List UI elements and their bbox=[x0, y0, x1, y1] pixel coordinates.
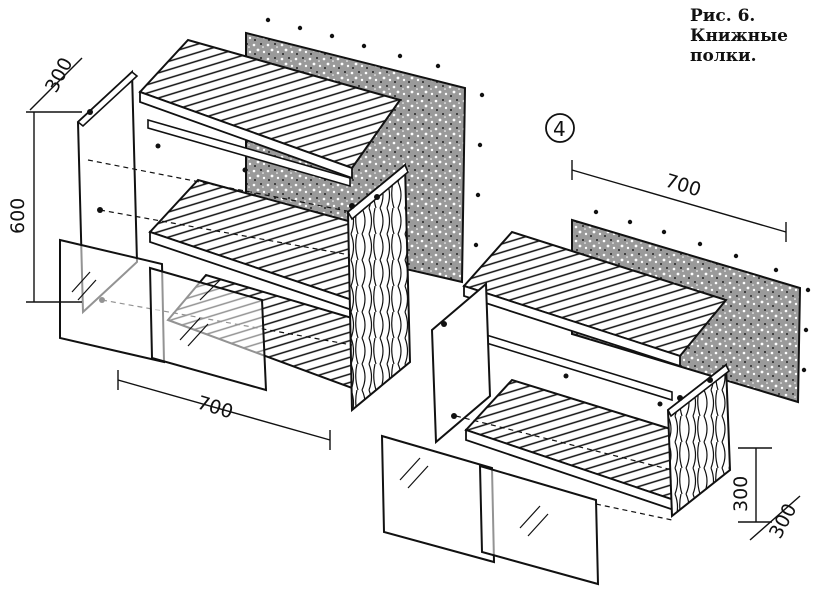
caption-line-1: Рис. 6. bbox=[690, 6, 756, 26]
right-height-label: 300 bbox=[730, 476, 752, 512]
variant-marker-label: 4 bbox=[553, 117, 566, 141]
left-dimension-lines bbox=[26, 57, 331, 450]
caption-line-2: Книжные bbox=[690, 26, 788, 46]
left-shelf-unit bbox=[59, 17, 485, 413]
caption-line-3: полки. bbox=[690, 46, 757, 66]
left-width-label: 700 bbox=[195, 392, 236, 424]
variant-marker: 4 bbox=[545, 113, 575, 143]
right-glass-door-1 bbox=[380, 434, 496, 564]
right-glass-door-2 bbox=[478, 464, 600, 586]
left-glass-door-2 bbox=[148, 266, 268, 392]
left-height-label: 600 bbox=[7, 198, 29, 234]
right-glass-reflections bbox=[399, 457, 549, 537]
left-upper-rail bbox=[147, 118, 351, 188]
right-dimension-lines bbox=[571, 160, 801, 541]
right-assembly-guides bbox=[455, 415, 673, 521]
figure-caption: Рис. 6. Книжные полки. bbox=[690, 6, 788, 66]
right-dowels bbox=[441, 321, 713, 419]
right-depth-label: 300 bbox=[765, 500, 801, 542]
left-glass-door-1 bbox=[59, 238, 166, 364]
left-glass-reflections bbox=[71, 271, 221, 347]
right-width-label: 700 bbox=[663, 170, 704, 202]
right-shelf-unit bbox=[380, 209, 811, 586]
left-back-nails bbox=[265, 17, 485, 248]
right-back-nails bbox=[593, 209, 811, 373]
left-depth-label: 300 bbox=[41, 54, 77, 96]
